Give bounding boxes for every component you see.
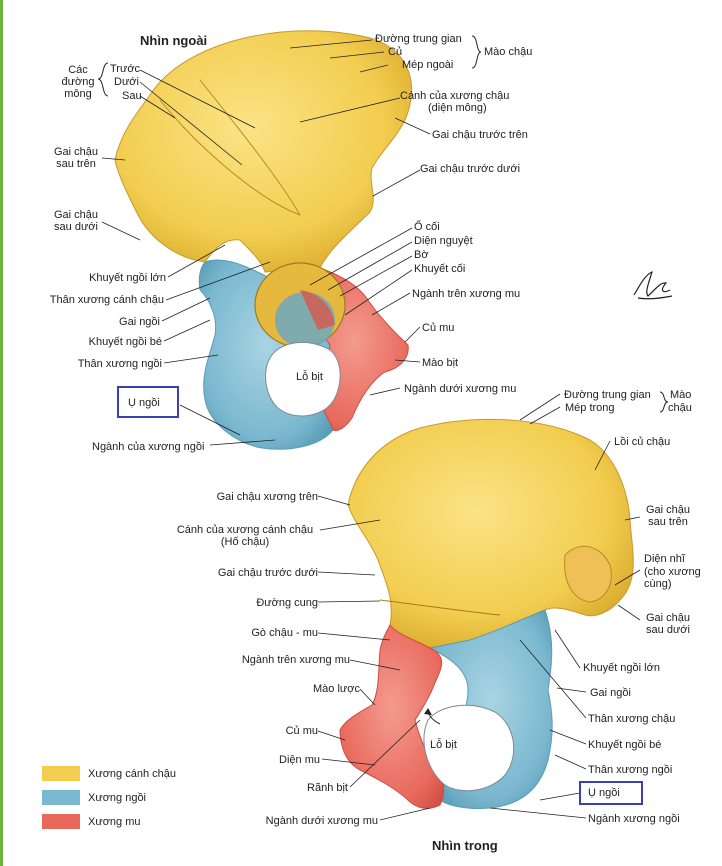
label-int-gai-chau-sau-duoi-1: Gai chậu [645,612,691,624]
label-mep-ngoai: Mép ngoài [402,59,454,71]
label-gai-chau-sau-tren-1: Gai chậu [53,146,99,158]
label-int-khuyet-ngoi-lon: Khuyết ngồi lớn [583,662,660,674]
highlight-box-u-ngoi-internal [579,781,643,805]
legend-item-pubis: Xương mu [42,814,141,829]
legend-item-ischium: Xương ngồi [42,790,146,805]
label-int-dien-nhi-2: (cho xương [644,566,701,578]
label-int-duong-trung-gian: Đường trung gian [564,389,651,401]
label-duong-trung-gian: Đường trung gian [375,33,462,45]
label-than-xuong-canh-chau: Thân xương cánh chậu [49,294,164,306]
label-cu: Củ [388,46,403,58]
label-int-gai-chau-xuong-tren: Gai chậu xương trên [216,491,318,503]
label-int-mao-chau-2: chậu [668,402,692,414]
label-khuyet-coi: Khuyết cối [414,263,466,275]
label-nganh-tren-xuong-mu: Ngành trên xương mu [412,288,521,300]
label-o-coi: Ổ cối [414,221,440,233]
label-int-khuyet-ngoi-be: Khuyết ngồi bé [588,739,662,751]
int-auricular [564,545,612,603]
highlight-box-u-ngoi-external [117,386,179,418]
label-int-ranh-bit: Rãnh bịt [307,782,348,794]
int-obturator-foramen [423,704,515,792]
ext-obturator-foramen [265,341,341,417]
label-canh-xuong-chau-2: (diện mông) [428,102,487,114]
signature-drawing [633,270,673,300]
legend-item-ilium: Xương cánh chậu [42,766,176,781]
label-int-mep-trong: Mép trong [565,402,615,414]
label-gai-chau-sau-duoi-2: sau dưới [54,221,98,233]
label-lo-bit: Lỗ bịt [296,371,323,383]
label-int-mao-luoc: Mào lược [313,683,360,695]
legend-swatch-ischium [42,790,80,805]
label-int-nganh-duoi-xuong-mu: Ngành dưới xương mu [265,815,378,827]
label-int-lo-bit: Lỗ bịt [430,739,457,751]
label-int-mao-chau-1: Mào [670,389,692,401]
page-border [0,0,3,866]
braces [97,35,669,413]
external-leader-lines [101,39,431,446]
label-truoc: Trước [110,63,141,75]
internal-leader-lines [317,393,641,821]
label-int-canh-2: (Hố chậu) [220,536,270,548]
int-ilium [347,418,634,649]
label-duoi: Dưới [114,76,139,88]
label-int-cu-mu: Củ mu [285,725,318,737]
legend-label-ischium: Xương ngồi [88,791,147,804]
label-khuyet-ngoi-lon: Khuyết ngồi lớn [89,272,166,284]
label-cac-duong-mong-1: Các [68,64,88,76]
internal-view-title: Nhìn trong [432,838,498,853]
label-int-dien-nhi-1: Diện nhĩ [644,553,685,565]
int-pubis [339,624,445,809]
label-int-duong-cung: Đường cung [256,597,318,609]
label-int-gai-chau-sau-duoi-2: sau dưới [646,624,690,636]
label-gai-ngoi: Gai ngồi [119,316,160,328]
label-cac-duong-mong-3: mông [64,88,92,100]
label-bo: Bờ [414,249,429,261]
legend-label-ilium: Xương cánh chậu [88,767,176,780]
label-gai-chau-sau-tren-2: sau trên [56,158,96,170]
legend-swatch-ilium [42,766,80,781]
label-nganh-duoi-xuong-mu: Ngành dưới xương mu [404,383,517,395]
external-view-bone [114,30,413,450]
label-mao-bit: Mào bịt [422,357,459,369]
label-int-nganh-xuong-ngoi: Ngành xương ngồi [588,813,680,825]
label-dien-nguyet: Diện nguyệt [414,235,473,247]
label-int-nganh-tren-xuong-mu: Ngành trên xương mu [241,654,350,666]
label-int-than-xuong-chau: Thân xương chậu [588,713,676,725]
label-int-u-ngoi: Ụ ngồi [588,787,620,799]
label-cac-duong-mong-2: đường [61,76,95,88]
label-canh-xuong-chau-1: Cánh của xương chậu [400,90,510,102]
label-int-gai-chau-truoc-duoi: Gai chậu trước dưới [217,567,318,579]
label-int-gai-chau-sau-tren-2: sau trên [648,516,688,528]
internal-view-bone [339,418,634,809]
label-nganh-cua-xuong-ngoi: Ngành của xương ngồi [92,441,205,453]
label-than-xuong-ngoi: Thân xương ngồi [77,358,162,370]
label-cu-mu: Củ mu [422,322,455,334]
label-khuyet-ngoi-be: Khuyết ngồi bé [88,336,162,348]
label-int-canh-1: Cánh của xương cánh chậu [176,524,314,536]
label-gai-chau-truoc-tren: Gai chậu trước trên [432,129,528,141]
label-int-dien-mu: Diện mu [279,754,320,766]
label-int-dien-nhi-3: cùng) [644,578,672,590]
ext-ilium [114,30,413,273]
external-view-title: Nhìn ngoài [140,33,208,48]
label-int-gai-chau-sau-tren-1: Gai chậu [645,504,691,516]
label-gai-chau-sau-duoi-1: Gai chậu [53,209,99,221]
label-int-loi-cu-chau: Lồi củ chậu [614,436,671,448]
legend-label-pubis: Xương mu [88,815,141,828]
label-mao-chau: Mào chậu [484,46,533,58]
legend-swatch-pubis [42,814,80,829]
label-int-than-xuong-ngoi: Thân xương ngồi [588,764,673,776]
label-gai-chau-truoc-duoi: Gai chậu trước dưới [420,163,521,175]
label-int-go-chau-mu: Gò chậu - mu [251,627,318,639]
label-sau: Sau [122,90,142,102]
label-u-ngoi: Ụ ngồi [128,397,160,409]
label-int-gai-ngoi: Gai ngồi [590,687,631,699]
